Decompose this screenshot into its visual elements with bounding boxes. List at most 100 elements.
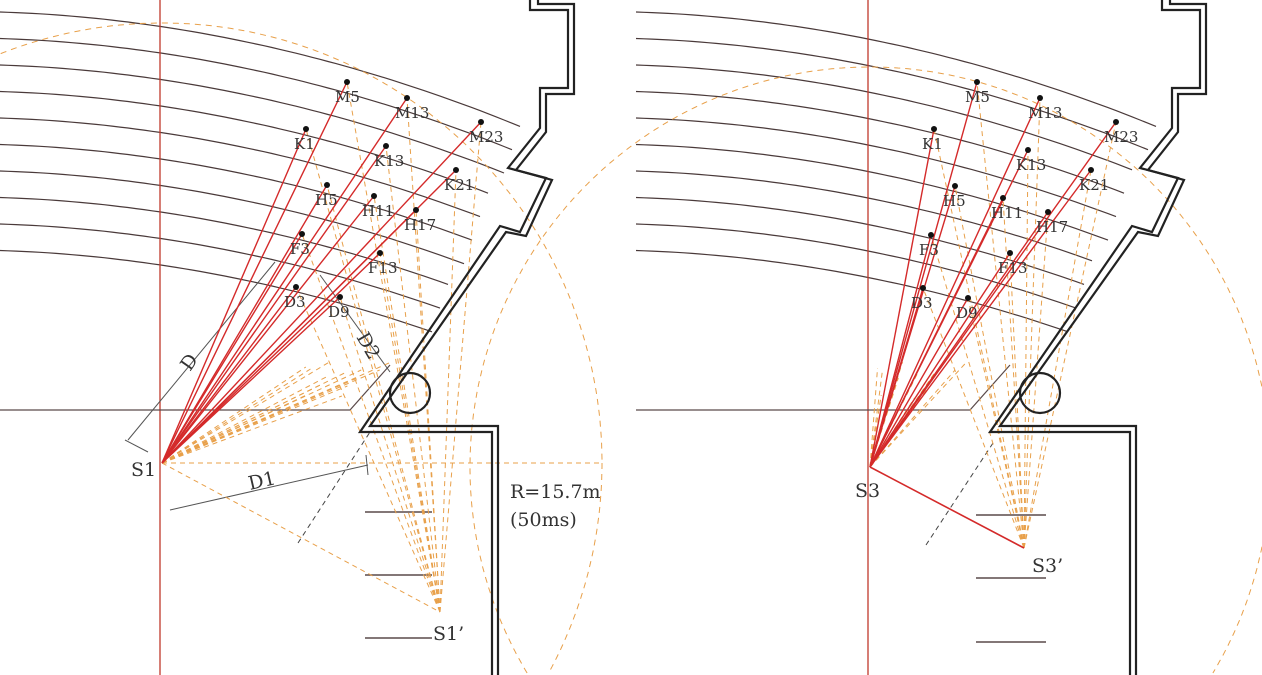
direct-ray	[869, 211, 1049, 468]
reflected-ray	[1002, 197, 1025, 549]
seat-dot	[1007, 250, 1013, 256]
seat-dot	[974, 79, 980, 85]
seat-dot	[404, 95, 410, 101]
incident-ray	[869, 369, 956, 468]
seat-dot	[1045, 209, 1051, 215]
direct-ray	[869, 252, 1011, 468]
seat-dot	[1088, 167, 1094, 173]
seat-row-arc	[0, 11, 521, 127]
incident-ray	[161, 369, 380, 464]
seat-label: F13	[998, 259, 1028, 277]
seat-label: H11	[991, 204, 1023, 222]
incident-ray	[161, 361, 330, 464]
seat-dot	[1000, 195, 1006, 201]
seat-label: F13	[368, 259, 398, 277]
seat-row-arc	[635, 223, 1077, 309]
seat-label: M13	[395, 104, 429, 122]
direct-ray	[869, 81, 978, 468]
reflected-ray	[1023, 149, 1029, 549]
seat-label: K1	[294, 135, 315, 153]
seat-label: K13	[1016, 156, 1046, 174]
seat-row-arc	[635, 249, 1069, 333]
direct-ray	[869, 297, 969, 468]
reflected-ray	[1023, 169, 1092, 549]
seat-row-arc	[0, 37, 513, 151]
seat-dot	[299, 231, 305, 237]
seat-label: M5	[335, 88, 360, 106]
direct-ray	[869, 97, 1041, 468]
seat-dot	[337, 294, 343, 300]
seat-dot	[293, 284, 299, 290]
incident-ray	[161, 376, 327, 464]
dimension-tick	[124, 439, 149, 453]
seat-label: K1	[922, 135, 943, 153]
seat-dot	[303, 126, 309, 132]
seat-label: D9	[956, 304, 978, 322]
seat-row-arc	[635, 170, 1093, 262]
dimension-line-d1	[169, 464, 369, 511]
incident-ray	[161, 361, 392, 464]
seat-dot	[453, 167, 459, 173]
seat-label: D3	[284, 293, 306, 311]
seat-dot	[478, 119, 484, 125]
direct-ray	[161, 184, 328, 464]
reflected-ray	[305, 128, 441, 613]
source-label-s3: S3	[855, 480, 880, 502]
direct-ray	[161, 121, 482, 464]
seat-row-arc	[0, 143, 473, 241]
time-radius-circle	[0, 22, 603, 674]
direct-ray	[161, 97, 408, 464]
seat-row-arc	[635, 117, 1117, 218]
reflected-ray	[385, 145, 441, 613]
seat-row-arc	[635, 90, 1125, 194]
direct-ray	[869, 234, 932, 468]
seat-dot	[324, 182, 330, 188]
reflected-ray	[976, 81, 1025, 549]
direct-ray	[161, 233, 303, 464]
direct-ray	[161, 128, 307, 464]
seat-label: D9	[328, 303, 350, 321]
seat-row-arc	[635, 143, 1109, 241]
seat-row-arc	[0, 90, 489, 194]
seat-dot	[344, 79, 350, 85]
seat-dot	[931, 126, 937, 132]
seat-label: H5	[315, 191, 338, 209]
incident-ray	[161, 393, 309, 464]
seat-dot	[965, 295, 971, 301]
reflected-ray	[1023, 121, 1117, 549]
reflected-ray	[373, 195, 441, 613]
seat-row-arc	[0, 223, 441, 309]
seat-label: M23	[1104, 128, 1138, 146]
source-label-s1: S1	[131, 459, 156, 481]
seat-label: K21	[1079, 176, 1109, 194]
stage-floor-line	[0, 364, 391, 411]
column-circle	[388, 371, 432, 415]
incident-ray	[161, 395, 343, 464]
incident-ray	[161, 366, 307, 464]
wall-inner-outline	[987, 0, 1202, 675]
seat-row-arc	[635, 11, 1157, 127]
incident-ray	[869, 367, 879, 468]
seat-dot	[928, 232, 934, 238]
seat-dot	[413, 207, 419, 213]
dimension-tick	[365, 454, 369, 476]
reflected-ray	[930, 234, 1025, 549]
seat-label: K13	[374, 152, 404, 170]
seat-label: D3	[911, 294, 933, 312]
seat-label: K21	[444, 176, 474, 194]
incident-ray	[161, 385, 348, 464]
reflected-ray	[439, 121, 482, 613]
column-circle	[1018, 371, 1062, 415]
seat-label: F3	[919, 241, 939, 259]
dimension-label-d1: D1	[246, 467, 278, 495]
reflected-ray	[339, 296, 441, 613]
seat-row-arc	[0, 249, 433, 333]
source-image-ray	[161, 462, 441, 613]
direct-ray	[161, 252, 381, 464]
direct-ray	[161, 195, 375, 464]
direct-ray	[869, 121, 1117, 468]
reflected-ray	[1023, 211, 1049, 549]
seat-dot	[920, 285, 926, 291]
reflected-ray	[439, 169, 457, 613]
